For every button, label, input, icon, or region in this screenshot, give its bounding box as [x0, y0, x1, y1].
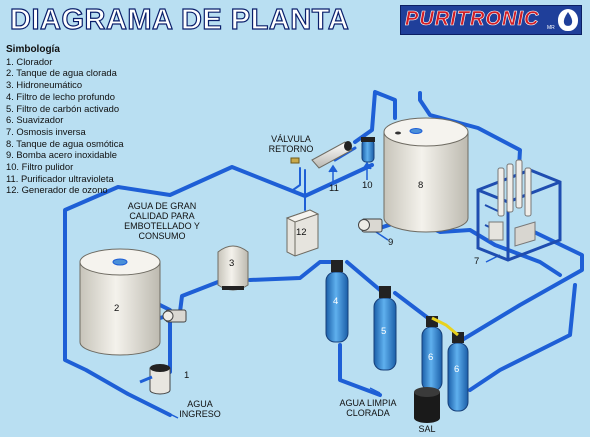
water-inlet-label: AGUA INGRESO	[179, 399, 221, 419]
tank-2	[79, 248, 161, 356]
number-11: 11	[329, 183, 339, 194]
return-valve	[290, 157, 300, 164]
arrow-inlet	[161, 409, 179, 419]
legend-item: 3. Hidroneumático	[6, 79, 83, 91]
ozone-generator-12	[285, 209, 320, 257]
number-3: 3	[229, 258, 235, 269]
pump-tank2	[162, 309, 187, 323]
pipe-hydro-filters	[248, 260, 342, 282]
pipe-clean-out	[338, 343, 382, 397]
number-5: 5	[381, 326, 387, 337]
number-8: 8	[418, 180, 424, 191]
legend-item: 12. Generador de ozono	[6, 184, 108, 196]
legend-item: 10. Filtro pulidor	[6, 161, 74, 173]
arrow-9	[375, 231, 389, 241]
arrow-10	[362, 161, 372, 180]
legend-item: 6. Suavizador	[6, 114, 64, 126]
water-drop-icon	[558, 9, 578, 31]
clean-water-label: AGUA LIMPIA CLORADA	[339, 398, 397, 418]
arrow-11	[328, 164, 338, 183]
legend-item: 11. Purificador ultravioleta	[6, 172, 114, 184]
number-9: 9	[388, 237, 394, 248]
pipe-valve	[292, 167, 301, 191]
legend-item: 9. Bomba acero inoxidable	[6, 149, 118, 161]
chlorinator-1	[139, 364, 171, 395]
number-10: 10	[362, 180, 373, 191]
number-4: 4	[333, 296, 339, 307]
brand-logo-box: PURITRONIC MR	[400, 5, 582, 35]
number-2: 2	[114, 303, 120, 314]
polish-filter-10	[361, 137, 375, 163]
pipe-filter5-6	[393, 291, 438, 320]
pipe-filter4-5	[345, 260, 390, 292]
legend-title: Simbología	[6, 44, 60, 55]
valve-return-label: VÁLVULA RETORNO	[268, 134, 314, 154]
pipe-tank8-down	[468, 283, 577, 392]
number-12: 12	[296, 227, 307, 238]
filter-4	[325, 260, 349, 343]
pipe-top-loop	[353, 90, 397, 144]
salt-label: SAL	[418, 424, 436, 434]
flow-arrows	[161, 161, 501, 419]
reverse-osmosis-7	[476, 159, 562, 262]
header: DIAGRAMA DE PLANTA PURITRONIC MR	[0, 0, 590, 40]
legend-item: 4. Filtro de lecho profundo	[6, 90, 115, 102]
pipe-6-ro	[460, 228, 584, 342]
arrow-clean	[369, 387, 381, 394]
legend-item: 1. Clorador	[6, 55, 53, 67]
uv-purifier-11	[311, 141, 353, 169]
legend-item: 5. Filtro de carbón activado	[6, 102, 120, 114]
softener-6b	[431, 316, 469, 412]
legend-item: 8. Tanque de agua osmótica	[6, 137, 124, 149]
number-7: 7	[474, 256, 480, 267]
page-title: DIAGRAMA DE PLANTA	[9, 3, 350, 36]
salt-tank	[414, 387, 440, 423]
water-quality-label: AGUA DE GRAN CALIDAD PARA EMBOTELLADO Y …	[124, 201, 200, 241]
number-1: 1	[184, 370, 190, 381]
brand-name: PURITRONIC	[405, 8, 540, 31]
pipe-inlet	[63, 163, 374, 417]
hydroneumatic-3	[217, 245, 249, 291]
pump-9	[358, 218, 383, 233]
number-6b: 6	[454, 364, 460, 375]
legend: Simbología 1. Clorador 2. Tanque de agua…	[6, 44, 124, 196]
filter-5	[373, 286, 397, 371]
legend-item: 7. Osmosis inversa	[6, 125, 86, 137]
number-6a: 6	[428, 352, 434, 363]
brand-mark: MR	[547, 25, 555, 31]
tank-8	[383, 117, 469, 233]
legend-item: 2. Tanque de agua clorada	[6, 67, 117, 79]
